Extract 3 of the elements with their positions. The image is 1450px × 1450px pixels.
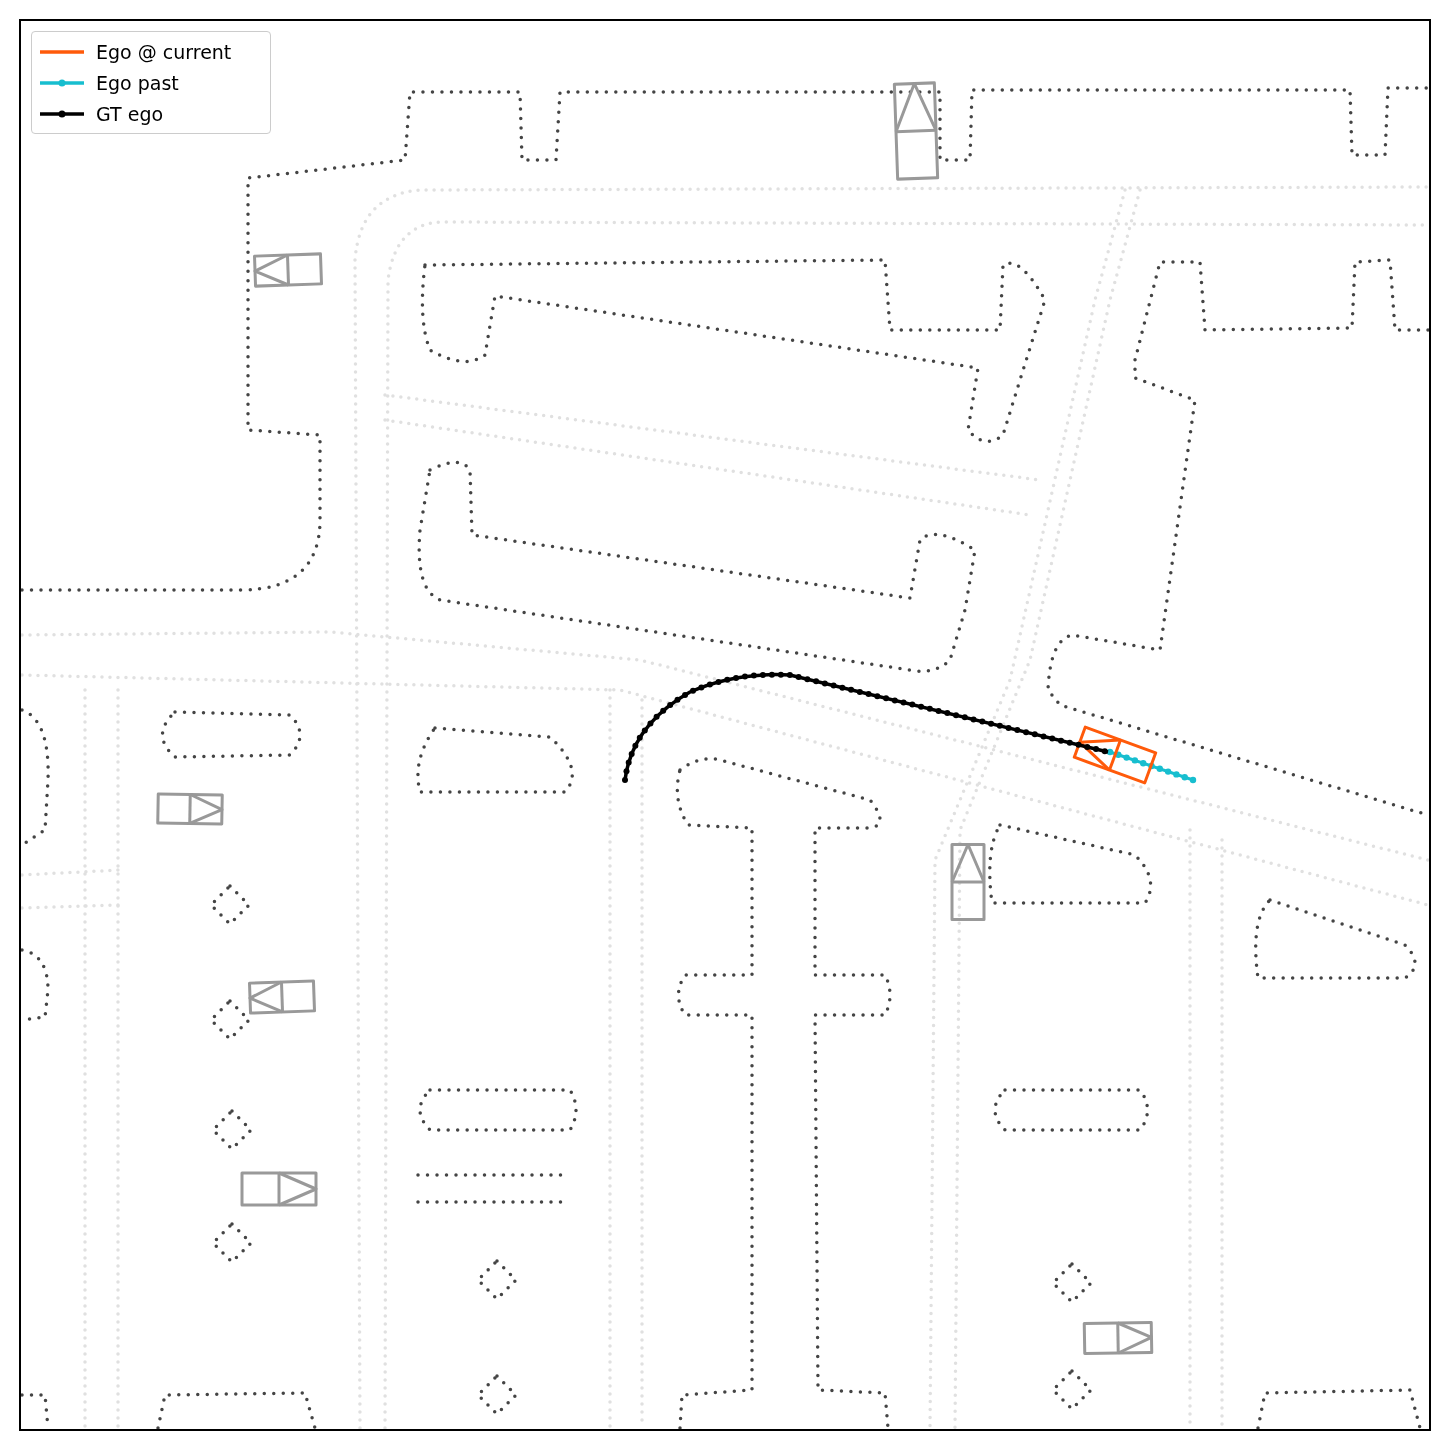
legend-label: Ego @ current <box>96 40 232 63</box>
legend-label: Ego past <box>96 71 179 94</box>
legend-label: GT ego <box>96 102 164 125</box>
